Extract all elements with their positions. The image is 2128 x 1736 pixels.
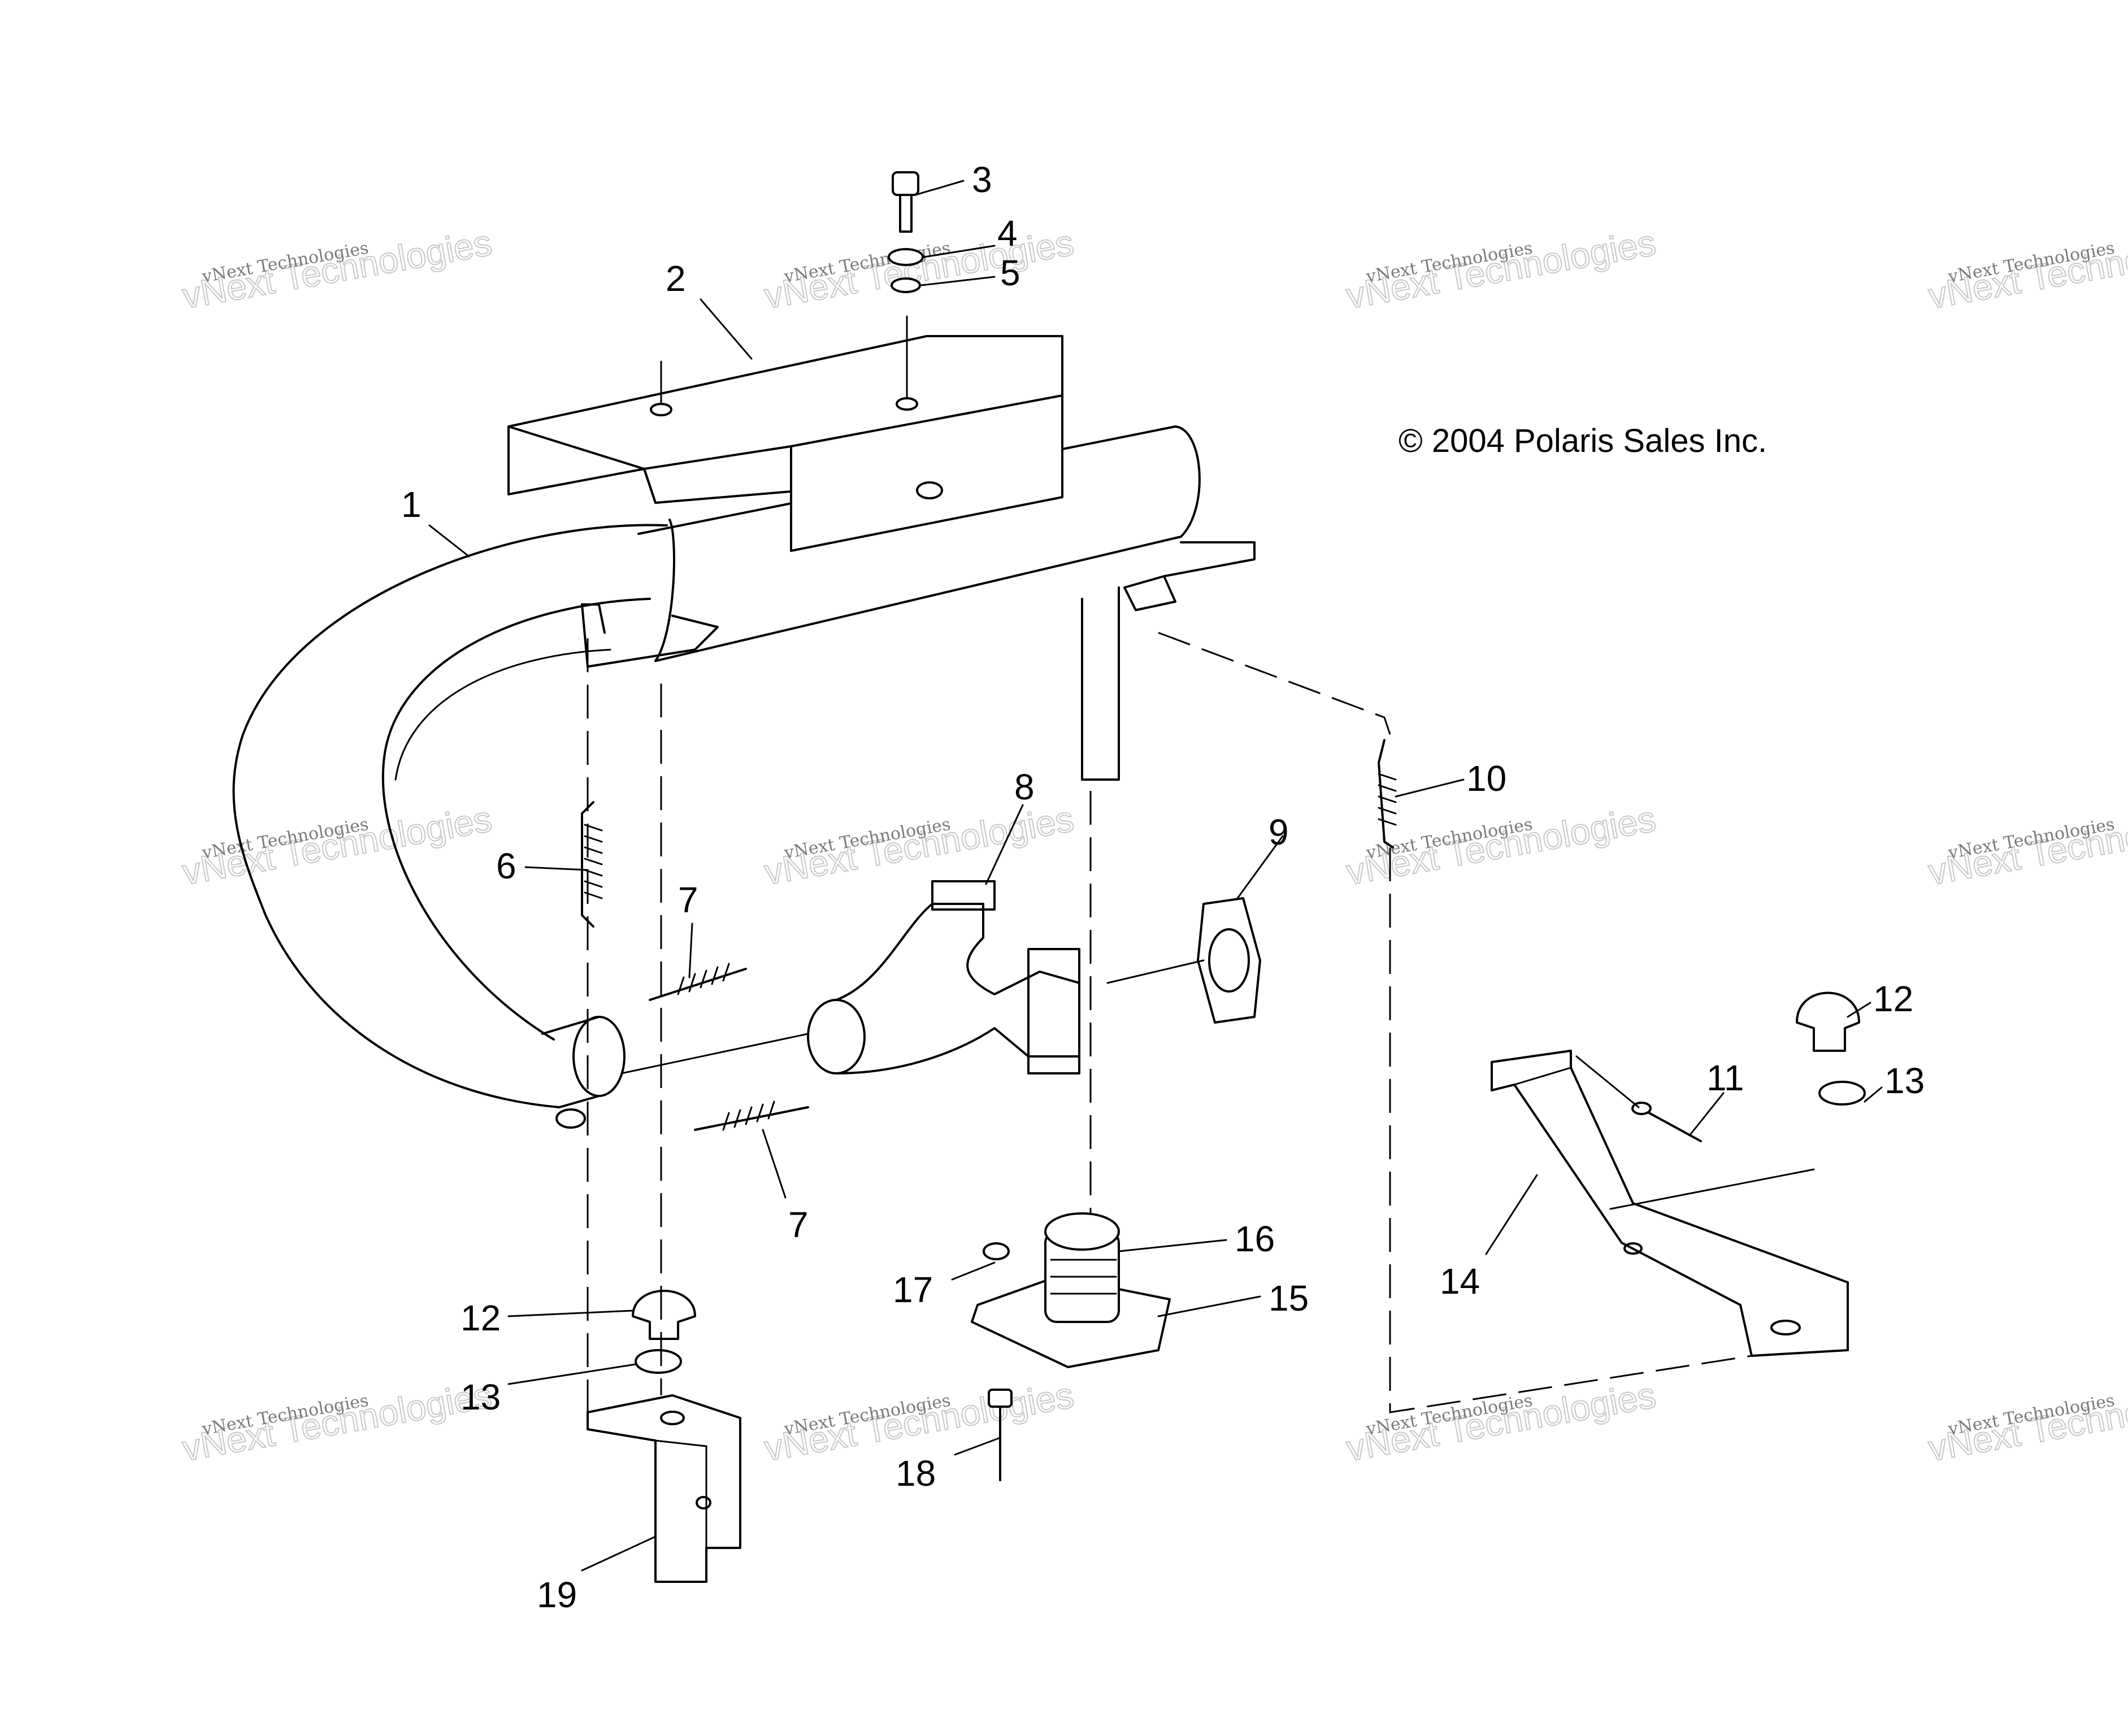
bumper-12-lower bbox=[632, 1290, 696, 1340]
callout-9: 9 bbox=[1269, 812, 1289, 852]
watermark: vNext Technologies vNext Technologies bbox=[179, 798, 495, 893]
copyright-text: © 2004 Polaris Sales Inc. bbox=[1399, 423, 1767, 459]
callout-8: 8 bbox=[1014, 767, 1035, 807]
y-pipe-manifold bbox=[807, 880, 1080, 1074]
assembly-lines bbox=[587, 632, 1815, 1413]
watermark: vNext Technologies vNext Technologies bbox=[761, 798, 1077, 893]
gasket bbox=[1197, 897, 1261, 1024]
muffler-exhaust-pipe bbox=[232, 425, 1256, 1129]
watermark: vNext Technologies vNext Technologies bbox=[1925, 221, 2128, 317]
callout-5: 5 bbox=[1000, 253, 1020, 293]
spring-7-upper bbox=[649, 963, 747, 1001]
washer-13-lower bbox=[635, 1349, 682, 1374]
watermarks: vNext Technologies vNext Technologies vN… bbox=[179, 221, 2128, 1469]
callout-15: 15 bbox=[1269, 1278, 1309, 1319]
callout-14: 14 bbox=[1440, 1261, 1480, 1302]
callout-6: 6 bbox=[496, 846, 516, 886]
bumper-12-right bbox=[1796, 991, 1860, 1052]
callout-3: 3 bbox=[972, 159, 992, 200]
rear-bracket bbox=[1491, 1050, 1849, 1357]
callout-17: 17 bbox=[893, 1269, 933, 1310]
watermark: vNext Technologies vNext Technologies bbox=[1925, 1374, 2128, 1469]
leader-lines bbox=[428, 180, 1883, 1572]
watermark: vNext Technologies vNext Technologies bbox=[179, 1374, 495, 1469]
callout-19: 19 bbox=[537, 1574, 577, 1615]
callout-7-lower: 7 bbox=[788, 1204, 809, 1245]
spring-7-lower bbox=[694, 1100, 809, 1131]
callout-18: 18 bbox=[896, 1453, 936, 1494]
callout-7-upper: 7 bbox=[678, 880, 698, 920]
callout-13-lower: 13 bbox=[461, 1377, 501, 1417]
pipe-outlet bbox=[572, 1016, 626, 1097]
callout-12-lower: 12 bbox=[461, 1298, 501, 1338]
spring-6 bbox=[581, 801, 603, 928]
washer-13-right bbox=[1818, 1081, 1866, 1106]
callout-12-right: 12 bbox=[1873, 978, 1913, 1019]
callout-16: 16 bbox=[1235, 1219, 1275, 1259]
callout-2: 2 bbox=[666, 258, 686, 299]
callout-10: 10 bbox=[1466, 758, 1506, 799]
callout-11: 11 bbox=[1706, 1058, 1744, 1098]
callout-1: 1 bbox=[401, 484, 422, 525]
front-bracket bbox=[587, 1394, 741, 1583]
watermark: vNext Technologies vNext Technologies bbox=[1925, 798, 2128, 893]
bolt-and-washers bbox=[888, 171, 924, 293]
callout-numbers: 1 2 3 4 5 6 7 7 8 9 10 11 12 12 13 13 14… bbox=[401, 159, 1925, 1615]
callout-13-right: 13 bbox=[1884, 1060, 1925, 1101]
watermark: vNext Technologies vNext Technologies bbox=[761, 221, 1077, 317]
spring-10 bbox=[1378, 739, 1397, 849]
watermark: vNext Technologies vNext Technologies bbox=[1343, 221, 1659, 317]
callout-4: 4 bbox=[997, 213, 1018, 254]
watermark: vNext Technologies vNext Technologies bbox=[179, 221, 495, 317]
mount-plate-assembly bbox=[971, 1212, 1171, 1481]
heat-shield bbox=[507, 315, 1063, 552]
